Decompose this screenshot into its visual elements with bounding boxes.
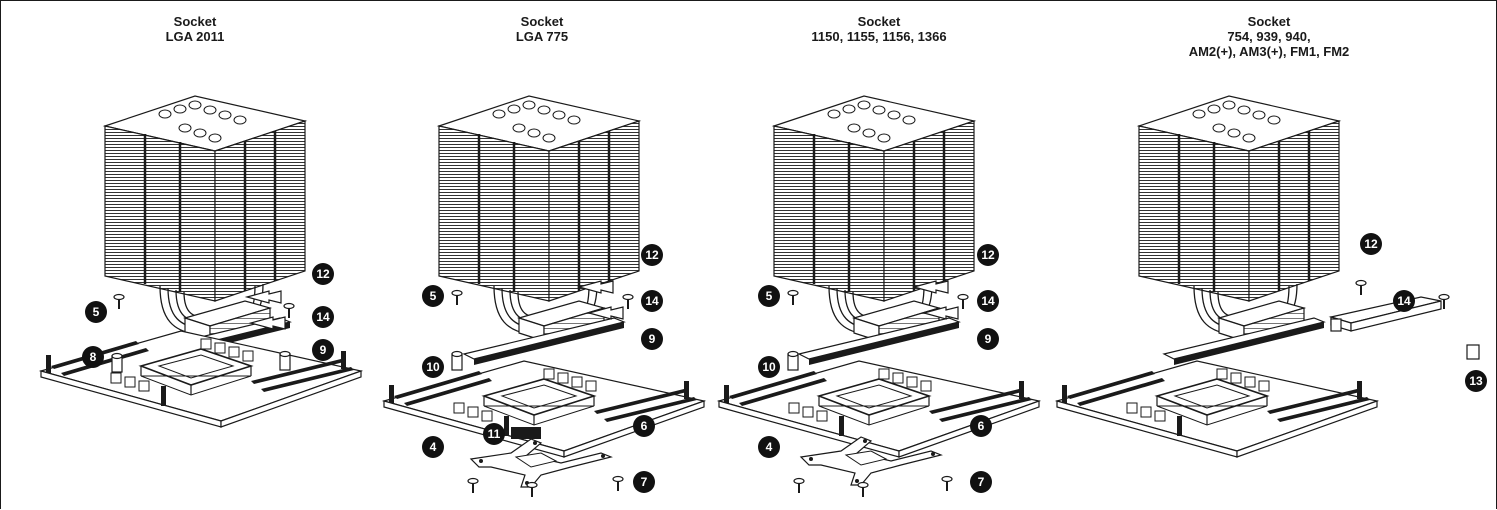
insulation-pad: [511, 427, 541, 439]
svg-text:9: 9: [649, 332, 656, 346]
callout-9: 9: [977, 328, 999, 350]
heatsink-tower: [437, 94, 641, 367]
title-line: AM2(+), AM3(+), FM1, FM2: [1188, 44, 1350, 59]
svg-text:12: 12: [316, 267, 330, 281]
callout-9: 9: [641, 328, 663, 350]
screw: [467, 477, 479, 494]
screw: [787, 289, 799, 306]
svg-text:12: 12: [645, 248, 659, 262]
callout-6: 6: [970, 415, 992, 437]
retention-clip: [1330, 318, 1342, 332]
screw: [857, 481, 869, 498]
svg-text:10: 10: [762, 360, 776, 374]
svg-text:11: 11: [488, 427, 501, 441]
title-line: Socket: [1247, 14, 1291, 29]
title-line: 754, 939, 940,: [1227, 29, 1311, 44]
callout-10: 10: [758, 356, 780, 378]
svg-text:9: 9: [320, 343, 327, 357]
callout-12: 12: [312, 263, 334, 285]
screw: [113, 293, 125, 310]
svg-text:5: 5: [93, 305, 100, 319]
svg-text:5: 5: [430, 289, 437, 303]
screw: [622, 293, 634, 310]
svg-text:5: 5: [766, 289, 773, 303]
svg-text:13: 13: [1469, 374, 1483, 388]
svg-text:14: 14: [316, 310, 330, 324]
panel-lga2011: [40, 94, 362, 428]
title-line: LGA 2011: [165, 29, 225, 44]
svg-text:7: 7: [641, 475, 648, 489]
title-line: Socket: [520, 14, 564, 29]
standoff: [279, 350, 291, 371]
retention-clip: [1466, 344, 1480, 360]
svg-text:9: 9: [985, 332, 992, 346]
callout-11: 11: [483, 423, 505, 445]
heatsink-tower: [772, 94, 976, 367]
screw: [283, 302, 295, 319]
screw: [957, 293, 969, 310]
callout-5: 5: [758, 285, 780, 307]
svg-text:8: 8: [90, 350, 97, 364]
title-line: Socket: [857, 14, 901, 29]
panel-title-lga115x: Socket 1150, 1155, 1156, 1366: [749, 14, 1009, 44]
standoff: [451, 350, 463, 371]
mounting-bar: [1330, 296, 1442, 332]
svg-text:10: 10: [426, 360, 440, 374]
callout-14: 14: [641, 290, 663, 312]
svg-text:12: 12: [981, 248, 995, 262]
svg-text:7: 7: [978, 475, 985, 489]
callout-6: 6: [633, 415, 655, 437]
callout-13: 13: [1465, 370, 1487, 392]
callout-14: 14: [977, 290, 999, 312]
heatsink-tower: [1137, 94, 1341, 367]
callout-4: 4: [758, 436, 780, 458]
panel-amd: [1056, 94, 1480, 458]
callout-12: 12: [977, 244, 999, 266]
motherboard: [1056, 360, 1378, 458]
callout-12: 12: [1360, 233, 1382, 255]
panel-title-lga2011: Socket LGA 2011: [65, 14, 325, 44]
title-line: Socket: [173, 14, 217, 29]
callout-14: 14: [1393, 290, 1415, 312]
screw: [451, 289, 463, 306]
svg-text:14: 14: [645, 294, 659, 308]
screw: [1355, 279, 1367, 296]
callout-8: 8: [82, 346, 104, 368]
svg-text:12: 12: [1364, 237, 1378, 251]
title-line: 1150, 1155, 1156, 1366: [811, 29, 947, 44]
callout-5: 5: [85, 301, 107, 323]
svg-text:6: 6: [978, 419, 985, 433]
svg-text:14: 14: [1397, 294, 1411, 308]
panel-lga775: [383, 94, 705, 498]
standoff: [787, 350, 799, 371]
panel-title-lga775: Socket LGA 775: [412, 14, 672, 44]
screw: [612, 475, 624, 492]
callout-12: 12: [641, 244, 663, 266]
screw: [793, 477, 805, 494]
svg-text:6: 6: [641, 419, 648, 433]
standoff: [111, 352, 123, 373]
callout-7: 7: [633, 471, 655, 493]
svg-text:4: 4: [430, 440, 437, 454]
callout-4: 4: [422, 436, 444, 458]
callout-7: 7: [970, 471, 992, 493]
svg-text:4: 4: [766, 440, 773, 454]
title-line: LGA 775: [515, 29, 569, 44]
callout-9: 9: [312, 339, 334, 361]
callout-5: 5: [422, 285, 444, 307]
screw: [526, 481, 538, 498]
callout-10: 10: [422, 356, 444, 378]
panel-title-amd: Socket 754, 939, 940, AM2(+), AM3(+), FM…: [1139, 14, 1399, 59]
callout-14: 14: [312, 306, 334, 328]
direction-arrow: [246, 290, 282, 304]
screw: [941, 475, 953, 492]
svg-text:14: 14: [981, 294, 995, 308]
motherboard: [40, 330, 362, 428]
